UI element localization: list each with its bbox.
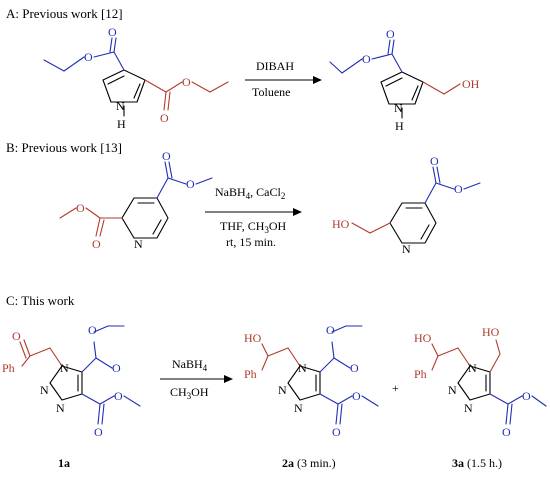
section-c-label: C: This work [6, 293, 75, 308]
atom-o: O [84, 50, 93, 64]
atom-o: O [430, 154, 439, 168]
atom-n: N [394, 101, 403, 115]
arrow-head [313, 76, 322, 84]
atom-o: O [88, 323, 97, 337]
reagent-dibah: DIBAH [256, 59, 294, 73]
section-b-label: B: Previous work [13] [6, 140, 122, 155]
atom-o: O [350, 361, 359, 375]
atom-o: O [362, 52, 371, 66]
atom-o: O [76, 201, 85, 215]
atom-o: O [92, 237, 101, 251]
atom-o: O [502, 425, 511, 439]
atom-o: O [332, 425, 341, 439]
atom-ho: HO [482, 325, 500, 339]
reagent-ch3oh: CH3OH [170, 385, 209, 401]
section-a-product [329, 39, 461, 119]
atom-ph: Ph [244, 367, 257, 381]
atom-o: O [352, 389, 361, 403]
section-b-product [351, 166, 481, 244]
compound-1a-label: 1a [58, 456, 70, 470]
atom-n: N [294, 401, 303, 415]
atom-o: O [112, 361, 121, 375]
section-a-reactant [43, 37, 229, 117]
reagent-nabh4-cacl2: NaBH4, CaCl2 [215, 185, 285, 201]
atom-n: N [116, 99, 125, 113]
reagent-thf-ch3oh: THF, CH3OH [220, 219, 287, 235]
atom-n: N [60, 361, 69, 375]
section-a-label: A: Previous work [12] [6, 6, 123, 21]
atom-n: N [468, 361, 477, 375]
atom-o: O [94, 425, 103, 439]
compound-3a-structure [431, 339, 547, 425]
atom-ph: Ph [414, 367, 427, 381]
atom-ph: Ph [2, 361, 15, 375]
atom-n: N [402, 242, 411, 256]
atom-n: N [298, 361, 307, 375]
atom-n: N [56, 401, 65, 415]
atom-n: N [278, 383, 287, 397]
atom-o: O [326, 323, 335, 337]
atom-n: N [464, 401, 473, 415]
atom-h: H [117, 117, 126, 131]
atom-o: O [108, 25, 117, 39]
atom-o: O [522, 389, 531, 403]
atom-ho: HO [244, 331, 262, 345]
atom-n: N [134, 237, 143, 251]
atom-o: O [114, 389, 123, 403]
atom-o: O [182, 75, 191, 89]
atom-o: O [162, 149, 171, 163]
atom-o: O [386, 27, 395, 41]
atom-ho: HO [414, 331, 432, 345]
compound-3a-label: 3a (1.5 h.) [452, 456, 502, 470]
atom-oh: OH [462, 77, 480, 91]
compound-2a-label: 2a (3 min.) [282, 456, 336, 470]
section-b-reactant [59, 161, 213, 239]
atom-n: N [40, 383, 49, 397]
atom-o: O [160, 111, 169, 125]
atom-o: O [186, 177, 195, 191]
compound-2a-structure [261, 325, 379, 425]
plus-sign: + [392, 381, 399, 395]
atom-o: O [454, 182, 463, 196]
reagent-nabh4: NaBH4 [172, 357, 208, 373]
atom-o: O [12, 329, 21, 343]
reagent-rt-time: rt, 15 min. [226, 235, 276, 249]
atom-h: H [395, 119, 404, 133]
atom-ho: HO [332, 217, 350, 231]
reagent-toluene: Toluene [252, 85, 290, 99]
arrow-head [293, 208, 302, 216]
arrow-head [224, 375, 233, 383]
atom-n: N [448, 383, 457, 397]
compound-1a-structure [19, 325, 141, 425]
